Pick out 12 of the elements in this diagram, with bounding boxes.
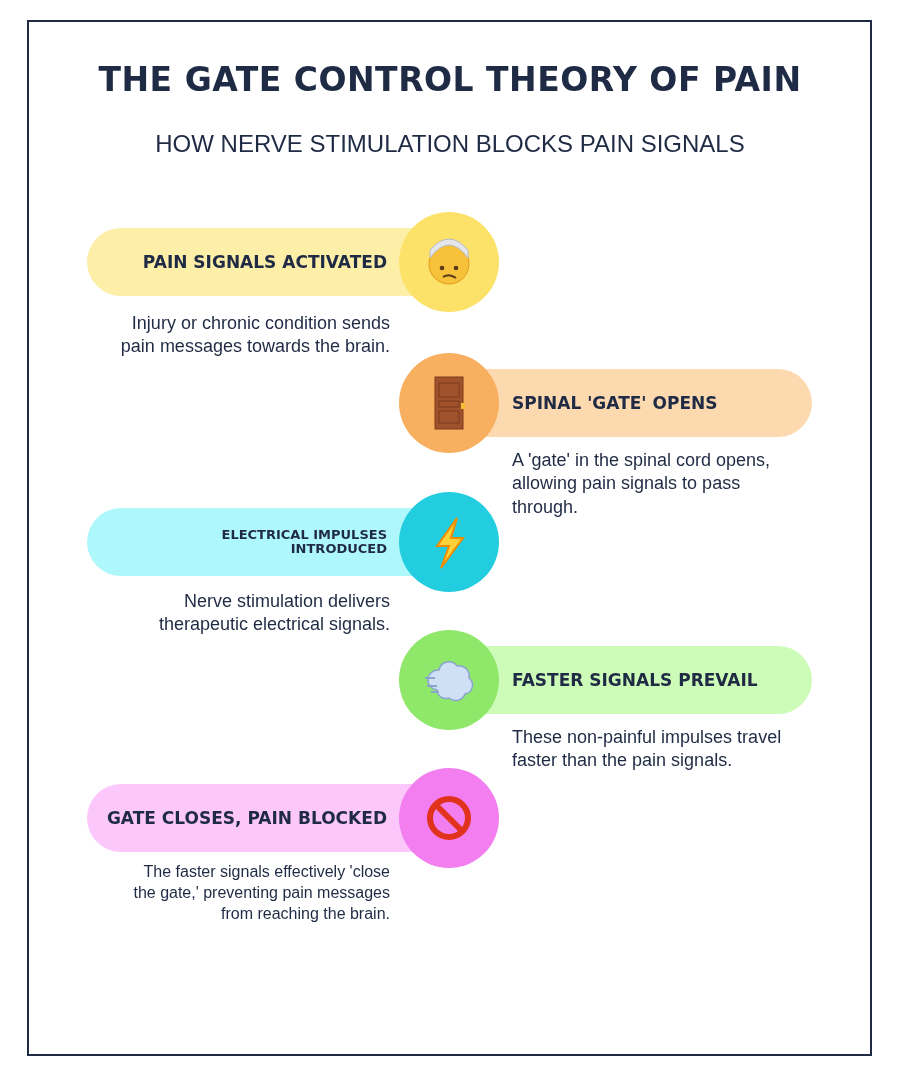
step-description: These non-painful impulses travel faster than the pain signals. bbox=[512, 726, 783, 773]
step-heading: PAIN SIGNALS ACTIVATED bbox=[142, 252, 387, 272]
step-description: Nerve stimulation delivers therapeutic electrical signals. bbox=[157, 590, 390, 637]
step-heading: SPINAL 'GATE' OPENS bbox=[512, 393, 718, 413]
step-description: The faster signals effectively 'close the gate,' preventing pain messages from reaching the brain. bbox=[132, 862, 390, 924]
title: THE GATE CONTROL THEORY OF PAIN bbox=[97, 60, 803, 99]
step-heading: FASTER SIGNALS PREVAIL bbox=[512, 670, 758, 690]
step-description: Injury or chronic condition sends pain messages towards the brain. bbox=[120, 312, 390, 359]
step-heading: ELECTRICAL IMPULSES INTRODUCED bbox=[220, 527, 387, 557]
step-heading: GATE CLOSES, PAIN BLOCKED bbox=[106, 808, 387, 828]
step-description: A 'gate' in the spinal cord opens, allowing pain signals to pass through. bbox=[512, 449, 772, 519]
subtitle: HOW NERVE STIMULATION BLOCKS PAIN SIGNALS bbox=[154, 130, 746, 158]
